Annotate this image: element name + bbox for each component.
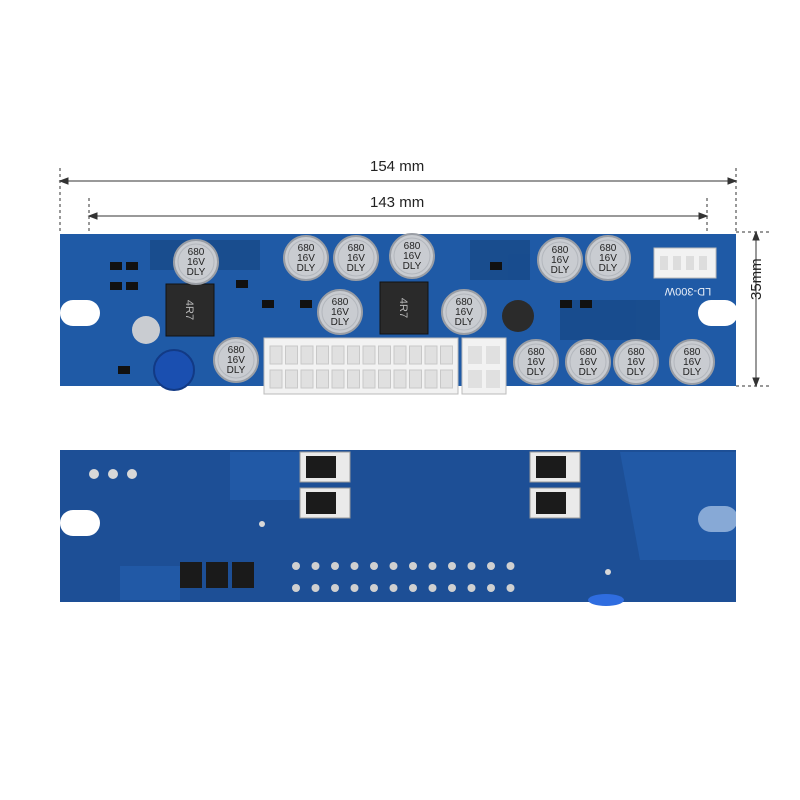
svg-text:16V: 16V	[455, 307, 473, 318]
svg-text:16V: 16V	[599, 253, 617, 264]
inductor: 4R7	[165, 283, 215, 337]
mosfet	[299, 451, 351, 483]
hole-spacing-label: 143 mm	[370, 194, 425, 211]
height-label: 35mm	[748, 258, 765, 300]
svg-text:16V: 16V	[187, 257, 205, 268]
ic-chip	[180, 562, 202, 588]
model-label: LD-300W	[664, 285, 711, 297]
small-electrolytic-capacitor	[502, 300, 534, 332]
svg-text:16V: 16V	[297, 253, 315, 264]
svg-text:DLY: DLY	[551, 265, 570, 276]
svg-text:680: 680	[528, 347, 545, 358]
svg-text:680: 680	[628, 347, 645, 358]
svg-text:16V: 16V	[347, 253, 365, 264]
svg-text:DLY: DLY	[455, 317, 474, 328]
small-capacitor	[132, 316, 160, 344]
dimension-lines	[58, 168, 770, 388]
svg-text:DLY: DLY	[297, 263, 316, 274]
svg-text:16V: 16V	[403, 251, 421, 262]
svg-text:DLY: DLY	[227, 365, 246, 376]
svg-text:680: 680	[580, 347, 597, 358]
svg-text:16V: 16V	[551, 255, 569, 266]
mosfet	[529, 451, 581, 483]
svg-text:16V: 16V	[627, 357, 645, 368]
svg-text:DLY: DLY	[627, 367, 646, 378]
4-pin-cpu-connector	[461, 337, 507, 395]
svg-text:DLY: DLY	[347, 263, 366, 274]
svg-text:DLY: DLY	[187, 267, 206, 278]
blue-capacitor	[153, 349, 195, 391]
svg-text:680: 680	[684, 347, 701, 358]
svg-text:680: 680	[404, 241, 421, 252]
svg-text:DLY: DLY	[599, 263, 618, 274]
svg-text:680: 680	[188, 247, 205, 258]
svg-text:680: 680	[456, 297, 473, 308]
svg-text:DLY: DLY	[403, 261, 422, 272]
svg-text:4R7: 4R7	[183, 300, 195, 320]
svg-text:16V: 16V	[579, 357, 597, 368]
svg-text:680: 680	[600, 243, 617, 254]
mosfet	[299, 487, 351, 519]
total-length-label: 154 mm	[370, 158, 425, 175]
svg-text:680: 680	[552, 245, 569, 256]
svg-text:16V: 16V	[527, 357, 545, 368]
mosfet	[529, 487, 581, 519]
svg-text:DLY: DLY	[579, 367, 598, 378]
pcb-bottom-side	[60, 450, 738, 606]
svg-text:680: 680	[332, 297, 349, 308]
svg-text:16V: 16V	[331, 307, 349, 318]
ic-chip	[232, 562, 254, 588]
svg-text:DLY: DLY	[683, 367, 702, 378]
inductor: 4R7	[379, 281, 429, 335]
svg-text:16V: 16V	[227, 355, 245, 366]
svg-text:4R7: 4R7	[397, 298, 409, 318]
atx-24-pin-connector	[263, 337, 459, 395]
ic-chip	[206, 562, 228, 588]
svg-text:680: 680	[348, 243, 365, 254]
svg-text:680: 680	[228, 345, 245, 356]
svg-text:DLY: DLY	[331, 317, 350, 328]
svg-text:680: 680	[298, 243, 315, 254]
svg-text:16V: 16V	[683, 357, 701, 368]
svg-text:DLY: DLY	[527, 367, 546, 378]
